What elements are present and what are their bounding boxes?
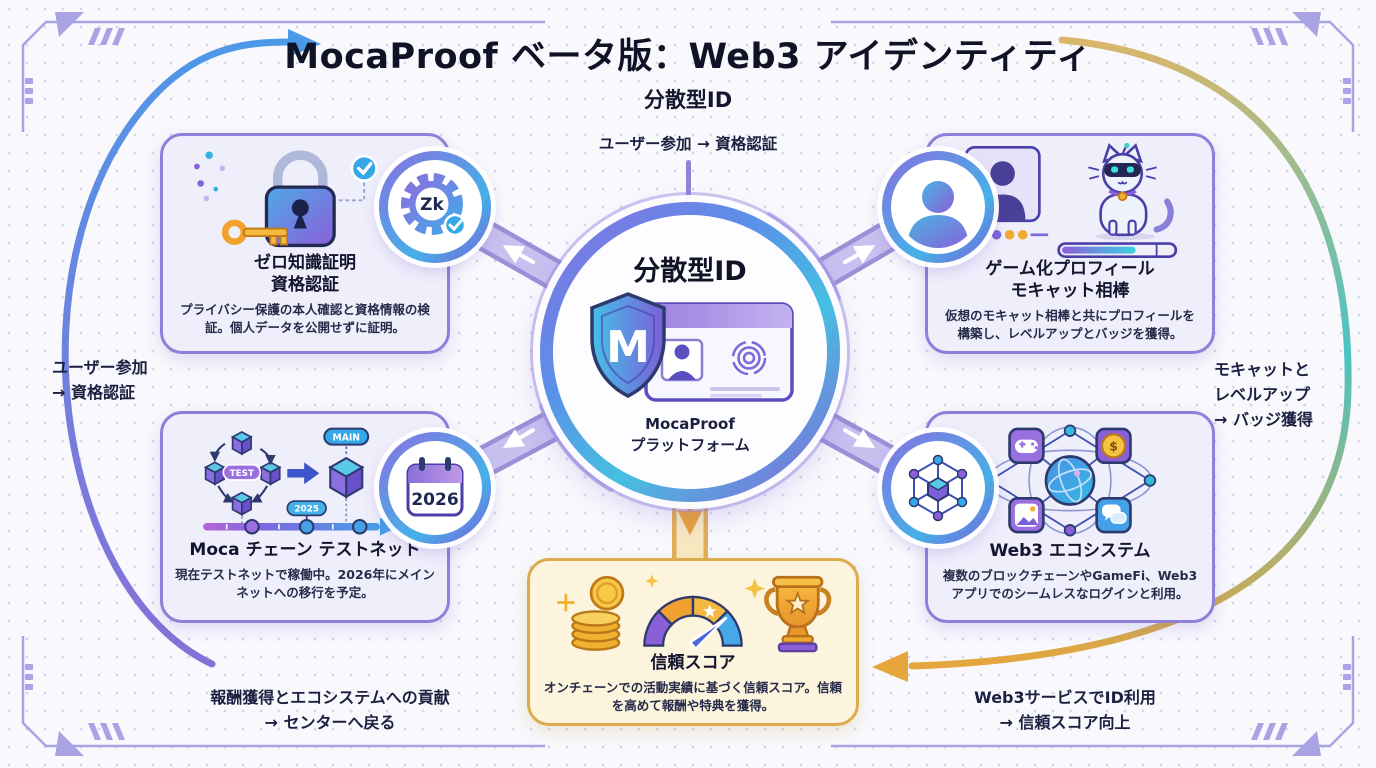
svg-text:TEST: TEST xyxy=(230,469,254,479)
satellite-avatar xyxy=(882,151,994,263)
lock-shackle xyxy=(273,150,328,194)
page-title: MocaProof ベータ版：Web3 アイデンティティ xyxy=(284,37,1092,77)
trophy-icon xyxy=(764,575,832,653)
flow-label-left: ユーザー参加→ 資格認証 xyxy=(52,358,148,402)
gauge-needle xyxy=(688,616,728,651)
card-zero-knowledge: ゼロ知識証明資格認証 プライバシー保護の本人確認と資格情報の検証。個人データを公… xyxy=(160,133,450,354)
id-card-icon xyxy=(644,302,794,402)
transition-arrow-icon xyxy=(287,462,320,485)
key-icon xyxy=(221,219,289,246)
trust-gauge-icon xyxy=(643,595,743,651)
check-badge-icon xyxy=(443,213,467,237)
card-body: 現在テストネットで稼働中。2026年にメインネットへの移行を予定。 xyxy=(175,566,435,600)
coins-icon xyxy=(556,575,625,651)
right-flow-curve xyxy=(908,36,1352,670)
sparkle-icon xyxy=(645,574,659,588)
trust-illustration xyxy=(556,574,832,653)
sparkle-icon xyxy=(744,578,765,599)
card-body: プライバシー保護の本人確認と資格情報の検証。個人データを公開せずに証明。 xyxy=(180,301,430,335)
svg-text:2026: 2026 xyxy=(411,490,458,510)
svg-text:MAIN: MAIN xyxy=(332,432,360,443)
card-title: ゲーム化プロフィールモキャット相棒 xyxy=(985,259,1155,301)
dollar-app-icon: $ xyxy=(1095,427,1132,465)
flow-label-right: モキャットとレベルアップ→ バッジ獲得 xyxy=(1214,360,1313,429)
globe-icon xyxy=(1044,455,1096,506)
svg-text:Zk: Zk xyxy=(420,195,444,215)
verified-badge-icon xyxy=(337,154,378,202)
network-icon xyxy=(908,454,968,522)
right-flow-arrowhead-icon xyxy=(872,651,908,682)
timeline-arrow: 2025 xyxy=(203,500,399,536)
card-title: 信頼スコア xyxy=(650,653,736,673)
arm-arrow-top-right-icon xyxy=(843,245,876,264)
shield-m-icon: M xyxy=(590,292,666,399)
data-dots-icon xyxy=(194,151,226,202)
card-title: Moca チェーン テストネット xyxy=(189,540,421,560)
card-trust-score: 信頼スコア オンチェーンでの活動実績に基づく信頼スコア。信頼を高めて報酬や特典を… xyxy=(527,558,859,726)
satellite-network xyxy=(882,432,994,544)
card-body: オンチェーンでの活動実績に基づく信頼スコア。信頼を高めて報酬や特典を獲得。 xyxy=(543,679,843,713)
main-pill xyxy=(323,427,370,446)
image-app-icon xyxy=(1008,496,1045,534)
hub-title: 分散型ID xyxy=(633,256,747,288)
fingerprint-icon xyxy=(731,341,767,376)
left-flow-arrowhead-icon xyxy=(288,29,321,57)
calendar-icon: 2026 xyxy=(406,457,464,517)
robot-cat-icon xyxy=(1088,142,1174,240)
avatar-icon xyxy=(897,166,979,248)
gamepad-app-icon xyxy=(1008,427,1045,465)
arm-arrow-bottom-left-icon xyxy=(502,428,535,449)
page-subtitle: 分散型ID xyxy=(643,88,733,112)
svg-text:M: M xyxy=(606,322,650,373)
card-body: 複数のブロックチェーンやGameFi、Web3アプリでのシームレスなログインと利… xyxy=(942,567,1198,601)
satellite-calendar: 2026 xyxy=(379,432,491,544)
top-connector-line xyxy=(686,160,691,204)
card-body: 仮想のモキャット相棒と共にプロフィールを構築し、レベルアップとバッジを獲得。 xyxy=(945,307,1195,341)
card-title: ゼロ知識証明資格認証 xyxy=(254,253,356,295)
testnet-cubes-icon xyxy=(203,431,282,516)
svg-text:$: $ xyxy=(1109,438,1118,453)
arm-arrow-bottom-right-icon xyxy=(843,428,876,449)
progress-bar xyxy=(1057,242,1178,258)
hub-identity-graphic: M xyxy=(590,292,794,402)
arm-arrow-top-left-icon xyxy=(502,245,535,264)
satellite-zk: Zk xyxy=(379,151,491,263)
zk-gear-icon: Zk xyxy=(401,173,467,237)
year-2025-badge xyxy=(286,500,327,517)
chat-app-icon xyxy=(1095,496,1132,534)
mainnet-cube-icon xyxy=(328,456,365,499)
svg-text:2025: 2025 xyxy=(294,505,319,515)
central-hub: 分散型ID xyxy=(540,202,840,502)
blockchain-illustration: TEST MAIN 2025 xyxy=(203,427,399,536)
left-flow-curve xyxy=(61,38,292,668)
test-pill xyxy=(222,464,262,481)
flow-label-bottom-left: 報酬獲得とエコシステムへの貢献→ センターへ戻る xyxy=(210,688,450,732)
flow-label-bottom-right: Web3サービスでID利用→ 信頼スコア向上 xyxy=(974,688,1156,732)
ecosystem-illustration: $ xyxy=(983,424,1157,537)
flow-label-top: ユーザー参加 → 資格認証 xyxy=(598,135,778,153)
lock-illustration xyxy=(194,150,411,248)
card-title: Web3 エコシステム xyxy=(989,541,1151,561)
